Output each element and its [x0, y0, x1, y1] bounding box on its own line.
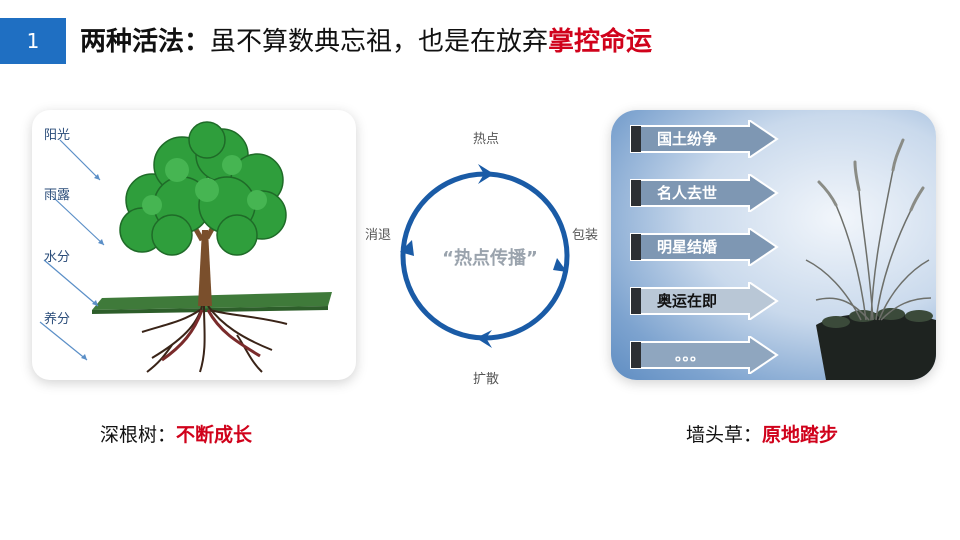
news-item-label: 名人去世 [657, 174, 717, 212]
label-nutrients: 养分 [44, 308, 70, 327]
label-sunlight: 阳光 [44, 124, 70, 143]
cycle-center-label: “热点传播” [430, 244, 550, 270]
cycle-label-packaging: 包装 [572, 224, 598, 243]
title-bold-part: 两种活法： [80, 27, 210, 57]
label-rain-dew: 雨露 [44, 184, 70, 203]
slide-number-badge: 1 [0, 18, 66, 64]
caption-right-prefix: 墙头草： [686, 424, 762, 446]
cycle-label-fade: 消退 [365, 224, 391, 243]
wall-grass-card: 国土纷争 名人去世 明星结婚 奥运在即 [611, 110, 936, 380]
caption-wall-grass: 墙头草：原地踏步 [686, 420, 838, 447]
news-item-label: 明星结婚 [657, 228, 717, 266]
caption-left-highlight: 不断成长 [176, 424, 252, 446]
news-arrow-2: 名人去世 [629, 174, 779, 212]
news-arrow-4: 奥运在即 [629, 282, 779, 320]
caption-right-highlight: 原地踏步 [762, 424, 838, 446]
news-arrow-1: 国土纷争 [629, 120, 779, 158]
cycle-label-hotspot: 热点 [473, 128, 499, 147]
news-item-label: 奥运在即 [657, 282, 717, 320]
tree-card: 阳光 雨露 水分 养分 [32, 110, 356, 380]
news-item-label: 国土纷争 [657, 120, 717, 158]
title-highlight: 掌控命运 [548, 27, 652, 57]
slide-title: 两种活法：虽不算数典忘祖，也是在放弃掌控命运 [80, 20, 652, 64]
news-arrow-5: 。。。 [629, 336, 779, 374]
news-item-label: 。。。 [675, 336, 705, 374]
tree-illustration [32, 110, 356, 380]
cycle-label-spread: 扩散 [473, 368, 499, 387]
caption-deep-root-tree: 深根树：不断成长 [100, 420, 252, 447]
caption-left-prefix: 深根树： [100, 424, 176, 446]
slide-number: 1 [27, 29, 40, 53]
news-arrow-3: 明星结婚 [629, 228, 779, 266]
title-normal-part: 虽不算数典忘祖，也是在放弃 [210, 27, 548, 57]
label-water: 水分 [44, 246, 70, 265]
hotspot-cycle-diagram: 热点 包装 扩散 消退 “热点传播” [360, 118, 610, 388]
